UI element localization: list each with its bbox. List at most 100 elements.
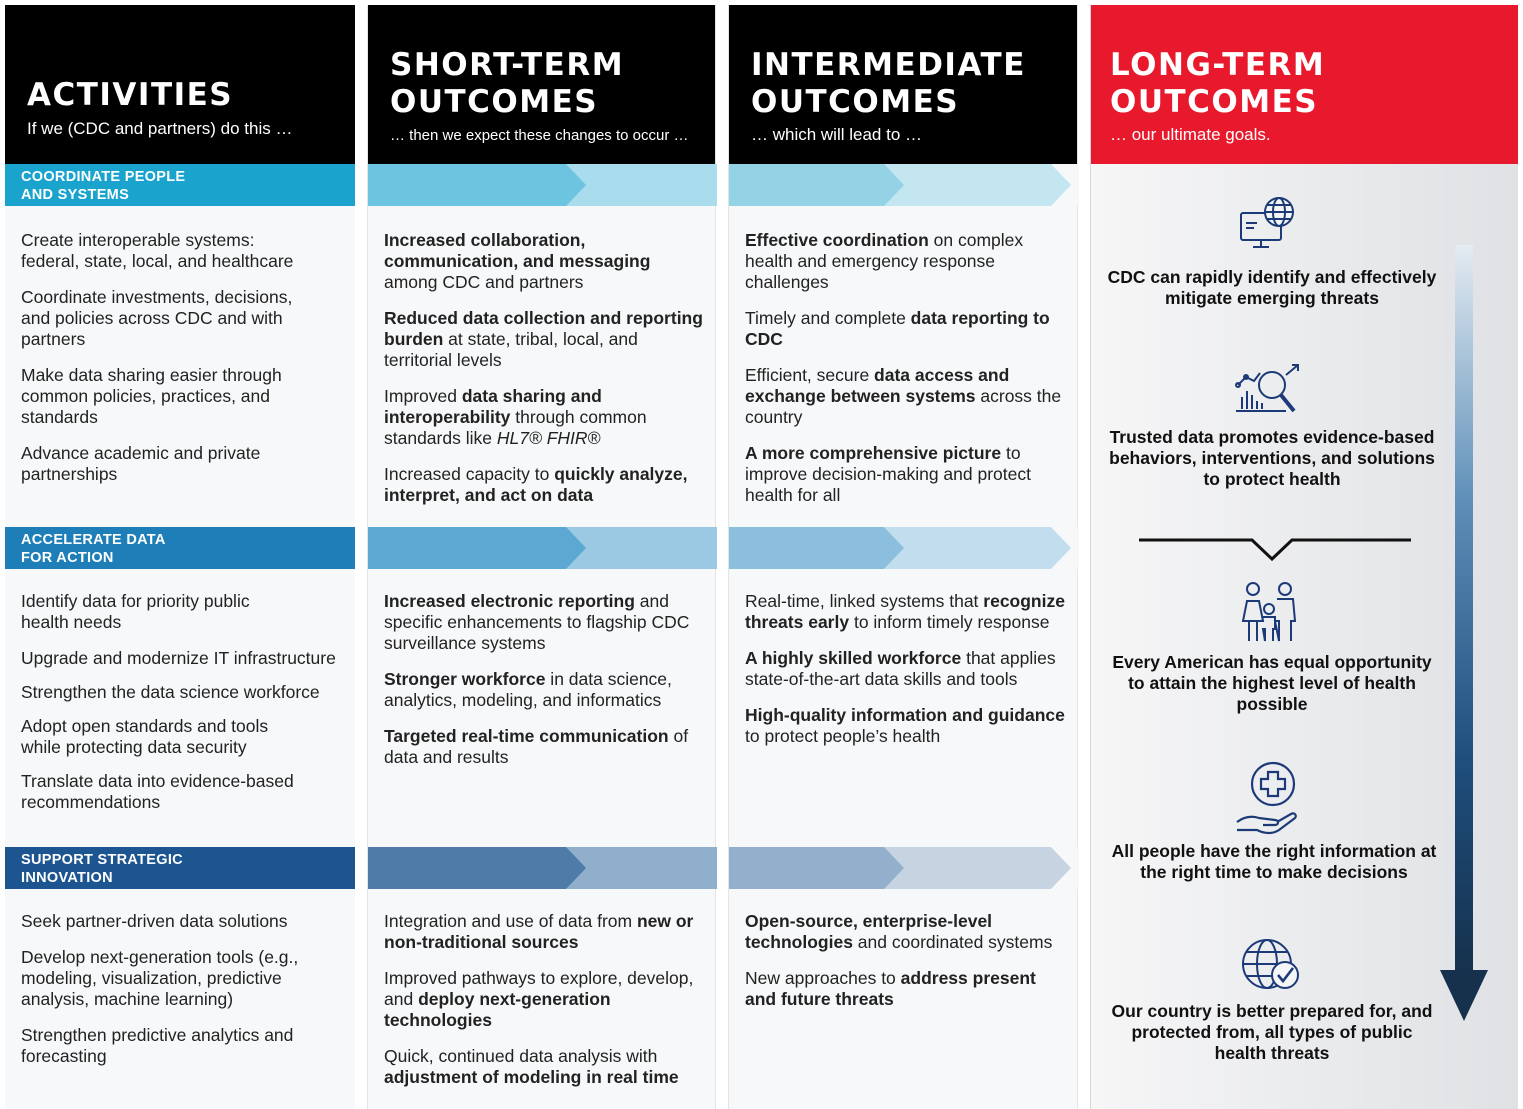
activity-item: Advance academic and private partnership… [21, 443, 261, 484]
outcome-item: Efficient, secure data access and exchan… [745, 365, 1067, 428]
long-term-column: LONG-TERM OUTCOMES … our ultimate goals. [1090, 5, 1518, 1109]
outcome-item-text: Efficient, secure [745, 365, 875, 385]
short-term-column: SHORT-TERM OUTCOMES … then we expect the… [367, 5, 717, 1109]
row-label-line: AND SYSTEMS [21, 187, 130, 203]
outcome-item-text: and coordinated systems [852, 932, 1053, 952]
outcome-item-bold-text: data access and exchange between systems [745, 365, 1010, 406]
outcome-item-bold-text: High-quality information and guidance [745, 705, 1065, 725]
outcome-item-bold-text: data sharing and interoperability [384, 386, 602, 427]
outcome-item: Real-time, linked systems that recognize… [745, 591, 1067, 633]
outcome-item-text: among CDC and partners [384, 272, 584, 292]
outcome-item-bold-text: quickly analyze, interpret, and act on d… [384, 464, 688, 505]
outcome-item: Quick, continued data analysis with adju… [384, 1046, 705, 1088]
outcome-item: New approaches to address present and fu… [745, 968, 1067, 1010]
outcome-item-text: at state, tribal, local, and territorial… [384, 329, 638, 370]
activities-subtitle: If we (CDC and partners) do this … [27, 119, 293, 138]
long-term-outcome: Our country is better prepared for, and … [1111, 1001, 1433, 1063]
outcome-item-bold-text: Stronger workforce [384, 669, 546, 689]
outcome-item: Integration and use of data from new or … [384, 911, 705, 953]
title-line: SHORT-TERM [390, 47, 625, 83]
outcome-item-text: Real-time, linked systems that [745, 591, 984, 611]
intermediate-subtitle: … which will lead to … [751, 125, 923, 144]
chevron-arrow [368, 847, 586, 889]
row-label-line: FOR ACTION [21, 550, 114, 566]
outcome-item-text: New approaches to [745, 968, 901, 988]
short-term-title: SHORT-TERM OUTCOMES [390, 47, 624, 121]
activity-item: Coordinate investments, decisions, and p… [21, 287, 293, 349]
intermediate-title: INTERMEDIATE OUTCOMES [751, 47, 1026, 121]
outcome-item-bold-text: Effective coordination [745, 230, 929, 250]
row-band-accelerate: ACCELERATE DATA FOR ACTION [5, 527, 355, 569]
globe-check-icon [1242, 939, 1299, 989]
data-analysis-magnifier-icon [1235, 364, 1299, 413]
outcome-item-bold-text: deploy next-generation technologies [384, 989, 611, 1030]
outcome-item: Timely and complete data reporting to CD… [745, 308, 1067, 350]
outcome-item-text: through common standards like [384, 407, 647, 448]
outcome-item-bold-text: Open-source, enterprise-level technologi… [745, 911, 993, 952]
chevron-arrow [729, 527, 904, 569]
chevron-arrow [729, 847, 904, 889]
outcome-item-bold-text: Increased electronic reporting [384, 591, 635, 611]
short-term-list-innovation: Integration and use of data from new or … [384, 911, 705, 1088]
outcome-item-text: to protect people’s health [745, 726, 941, 746]
outcome-item-bold-text: Targeted real-time communication [384, 726, 669, 746]
short-term-subtitle: … then we expect these changes to occur … [390, 127, 689, 144]
outcome-item-bold-text: A highly skilled workforce [745, 648, 962, 668]
outcome-item-bold-text: new or non-traditional sources [384, 911, 694, 952]
outcome-item: Reduced data collection and reporting bu… [384, 308, 705, 371]
chevron-arrow [368, 527, 586, 569]
outcome-item-text: Integration and use of data from [384, 911, 637, 931]
outcome-item: A more comprehensive picture to improve … [745, 443, 1067, 506]
outcome-item-text: that applies state-of-the-art data skill… [745, 648, 1056, 689]
arrow-band-coordinate [368, 164, 717, 206]
outcome-item-text: in data science, analytics, modeling, an… [384, 669, 672, 710]
outcome-item: Stronger workforce in data science, anal… [384, 669, 705, 711]
outcome-item-bold-text: address present and future threats [745, 968, 1036, 1009]
short-term-list-coordinate: Increased collaboration, communication, … [384, 230, 705, 506]
outcome-item-bold-text: Reduced data collection and reporting bu… [384, 308, 703, 349]
outcome-item: Increased capacity to quickly analyze, i… [384, 464, 705, 506]
row-label-line: SUPPORT STRATEGIC [21, 852, 183, 868]
outcome-item: Increased collaboration, communication, … [384, 230, 705, 293]
long-term-outcome: Every American has equal opportunity to … [1112, 652, 1432, 714]
title-line: OUTCOMES [1110, 84, 1319, 120]
divider-notch [1139, 538, 1411, 562]
activity-item: Make data sharing easier through common … [21, 365, 282, 427]
row-label-line: INNOVATION [21, 870, 113, 886]
activity-item: Adopt open standards and tools while pro… [21, 716, 269, 757]
outcome-item: Targeted real-time communication of data… [384, 726, 705, 768]
long-term-outcome: CDC can rapidly identify and effectively… [1107, 267, 1437, 308]
row-label-line: ACCELERATE DATA [21, 532, 166, 548]
outcome-item: High-quality information and guidance to… [745, 705, 1067, 747]
row-label-line: COORDINATE PEOPLE [21, 169, 186, 185]
activity-item: Upgrade and modernize IT infrastructure [21, 648, 336, 668]
row-band-coordinate: COORDINATE PEOPLE AND SYSTEMS [5, 164, 355, 206]
outcome-item-text: to improve decision-making and protect h… [745, 443, 1031, 505]
arrow-band-innovation [368, 847, 717, 889]
outcome-item-text: on complex health and emergency response… [745, 230, 1024, 292]
long-term-outcome: Trusted data promotes evidence-based beh… [1109, 427, 1435, 489]
chevron-arrow [368, 164, 586, 206]
outcome-item: Increased electronic reporting and speci… [384, 591, 705, 654]
activities-title: ACTIVITIES [27, 77, 234, 113]
short-term-header: SHORT-TERM OUTCOMES … then we expect the… [368, 5, 715, 164]
activity-item: Develop next-generation tools (e.g., mod… [21, 947, 299, 1009]
intermediate-list-innovation: Open-source, enterprise-level technologi… [745, 911, 1067, 1010]
outcome-item: Improved pathways to explore, develop, a… [384, 968, 705, 1031]
row-label-innovation: SUPPORT STRATEGIC INNOVATION [21, 851, 183, 887]
intermediate-header: INTERMEDIATE OUTCOMES … which will lead … [729, 5, 1077, 164]
title-line: INTERMEDIATE [751, 47, 1026, 83]
long-term-subtitle: … our ultimate goals. [1110, 125, 1271, 144]
long-term-title: LONG-TERM OUTCOMES [1110, 47, 1325, 121]
activity-item: Strengthen the data science workforce [21, 682, 320, 702]
row-label-accelerate: ACCELERATE DATA FOR ACTION [21, 531, 166, 567]
outcome-item: A highly skilled workforce that applies … [745, 648, 1067, 690]
outcome-item-text: Increased capacity to [384, 464, 555, 484]
arrow-band-accelerate [368, 527, 717, 569]
outcome-item: Open-source, enterprise-level technologi… [745, 911, 1067, 953]
outcome-item-bold-text: Increased collaboration, communication, … [384, 230, 651, 271]
outcome-item: Improved data sharing and interoperabili… [384, 386, 705, 449]
outcome-item: Effective coordination on complex health… [745, 230, 1067, 293]
intermediate-column: INTERMEDIATE OUTCOMES … which will lead … [728, 5, 1079, 1109]
activities-header: ACTIVITIES If we (CDC and partners) do t… [5, 5, 355, 164]
